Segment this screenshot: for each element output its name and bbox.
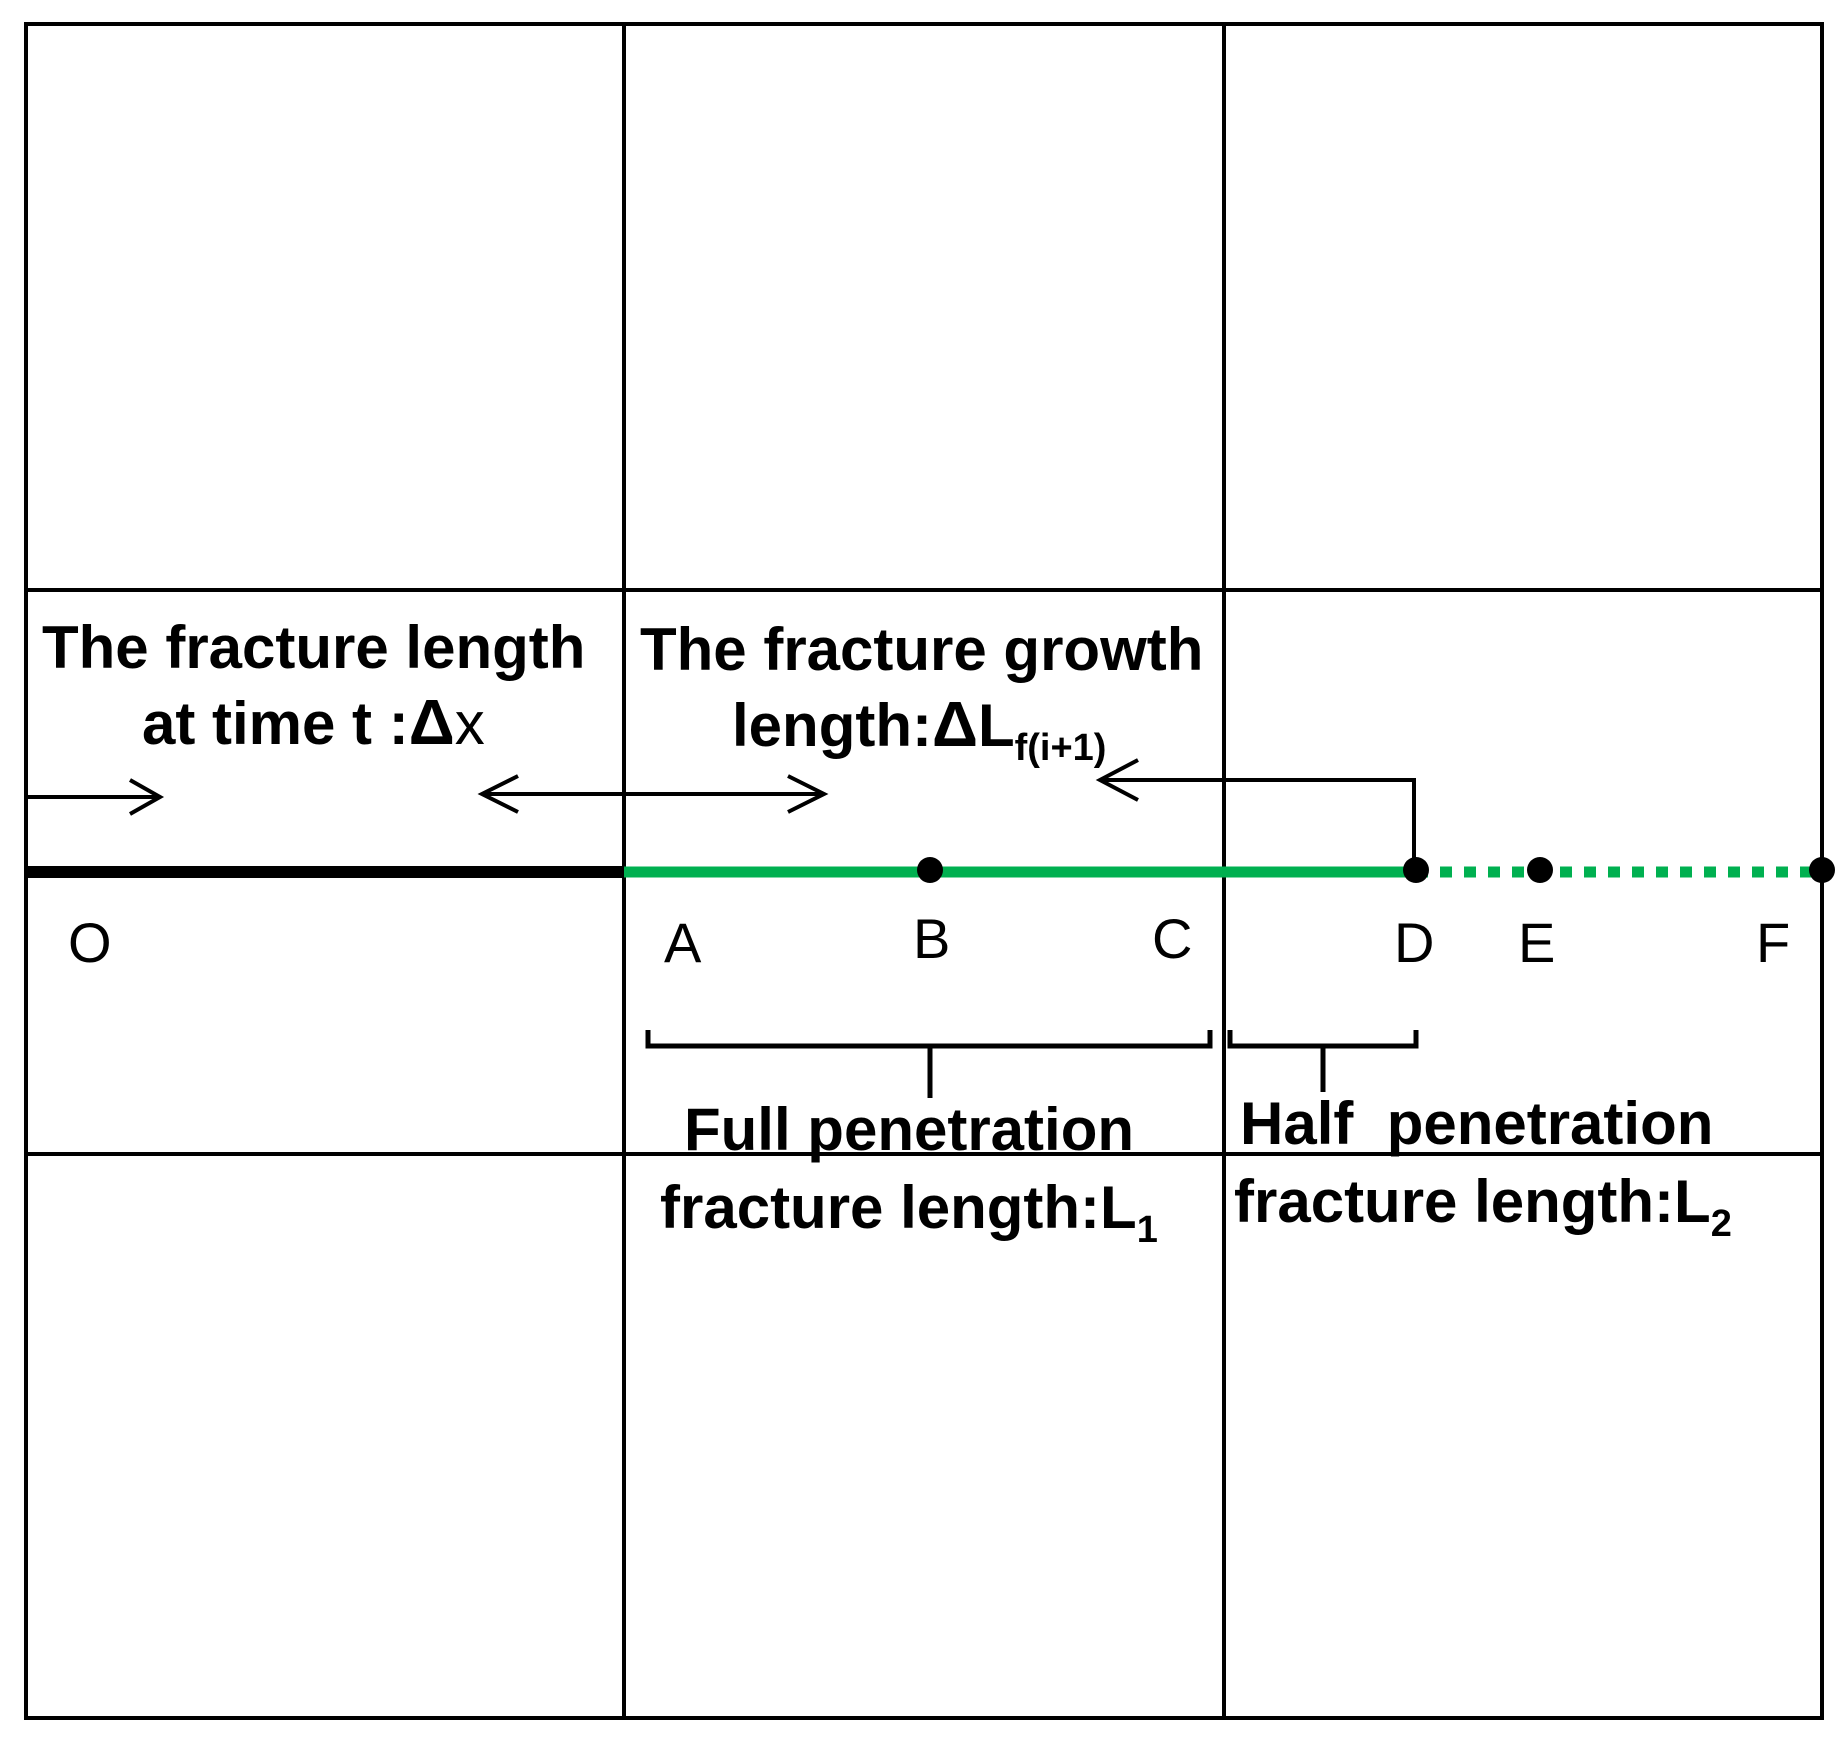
brace-full-penetration [645,1030,1213,1098]
growth-length-text: length: [732,692,932,759]
node-f [1809,857,1835,883]
growth-length-delta: Δ [932,688,978,760]
point-label-a: A [664,911,702,974]
growth-length-label-line1: The fracture growth [640,616,1203,683]
half-penetration-label-line1: Half penetration [1240,1090,1713,1157]
growth-length-subscript: f(i+1) [1015,727,1107,769]
half-penetration-subscript: 2 [1711,1203,1732,1245]
elbow-arrow-from-d [1095,758,1416,866]
full-penetration-text: fracture length:L [660,1174,1137,1241]
node-e [1527,857,1553,883]
growth-length-label-line2: length:ΔLf(i+1) [732,688,1106,769]
point-label-c: C [1152,907,1192,970]
growth-length-var: L [978,692,1015,759]
half-penetration-label-line2: fracture length:L2 [1234,1168,1732,1245]
double-arrow-growth [477,774,829,814]
full-penetration-label-line2: fracture length:L1 [660,1174,1158,1251]
fracture-length-text: at time t : [142,690,409,757]
half-penetration-text: fracture length:L [1234,1168,1711,1235]
fracture-length-delta: Δ [409,686,455,758]
point-label-e: E [1518,911,1555,974]
point-label-b: B [913,907,950,970]
arrow-right-origin [26,778,165,816]
fracture-length-var: x [455,690,485,757]
fracture-length-label-line1: The fracture length [42,614,585,681]
point-label-d: D [1394,911,1434,974]
full-penetration-label-line1: Full penetration [684,1096,1134,1163]
node-b [917,857,943,883]
full-penetration-subscript: 1 [1137,1209,1158,1251]
point-label-f: F [1756,911,1790,974]
node-d [1403,857,1429,883]
fracture-length-label-line2: at time t :Δx [142,686,485,758]
point-label-o: O [68,911,112,974]
brace-half-penetration [1227,1030,1419,1092]
